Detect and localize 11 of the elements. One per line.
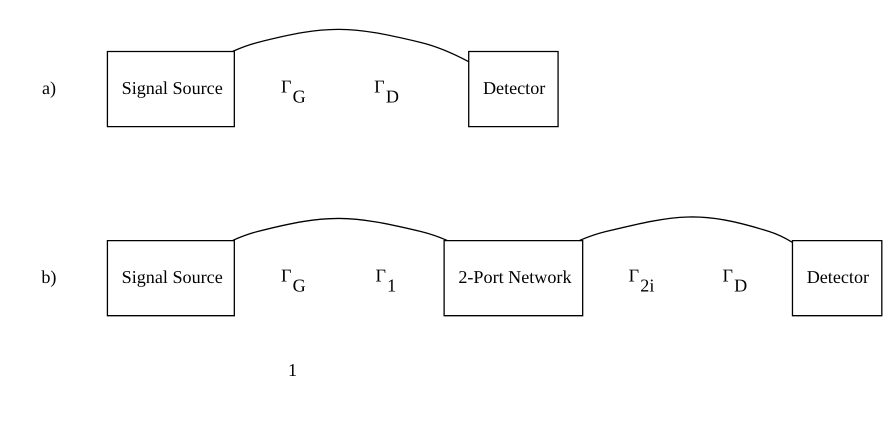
label: b) bbox=[40, 266, 56, 286]
label: 1 bbox=[288, 360, 297, 380]
connector bbox=[232, 28, 468, 62]
node-box: Detector bbox=[791, 239, 882, 316]
label: a) bbox=[42, 77, 56, 98]
connector bbox=[578, 216, 792, 242]
node-box: Signal Source bbox=[106, 50, 234, 127]
node-box: Detector bbox=[468, 50, 558, 127]
connector bbox=[232, 217, 447, 241]
node-box: 2-Port Network bbox=[442, 239, 583, 316]
node-box: Signal Source bbox=[106, 239, 234, 316]
